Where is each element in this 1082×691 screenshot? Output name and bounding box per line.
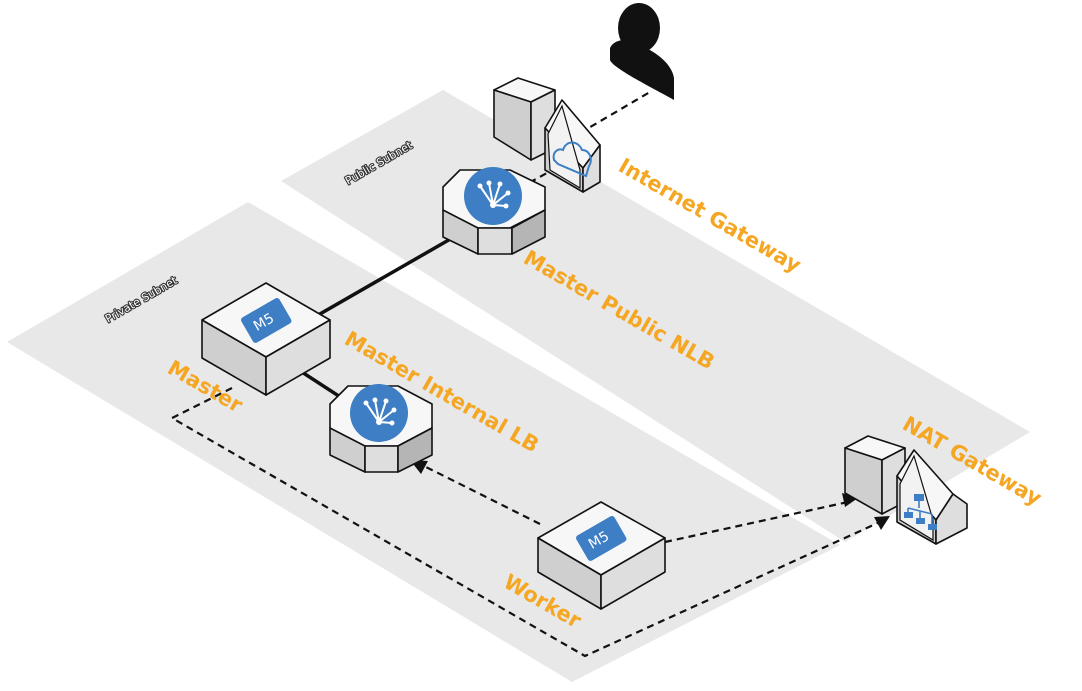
load-balancer-icon [464,167,522,225]
arrow-head-nat-from-worker [842,493,858,507]
user-icon [610,3,674,100]
cloud-icon [552,141,592,178]
nat-gateway-node [844,435,968,545]
master-node: M5 [201,282,331,396]
master-internal-lb-node [329,384,433,473]
network-hierarchy-icon [904,494,937,530]
worker-to-internal-lb-connector [423,465,541,525]
instance-badge [241,297,292,343]
master-to-nat-gateway-connector [169,387,881,658]
load-balancer-icon [350,384,408,442]
internet-gateway-node [493,77,601,193]
worker-to-nat-gateway-connector [664,500,849,544]
gateway-to-user-connector [579,91,651,134]
instance-badge [576,515,627,561]
connectors [169,91,890,658]
arrow-head-nat-from-master [874,516,890,530]
worker-node: M5 [537,501,666,610]
master-public-nlb-node [442,167,546,255]
